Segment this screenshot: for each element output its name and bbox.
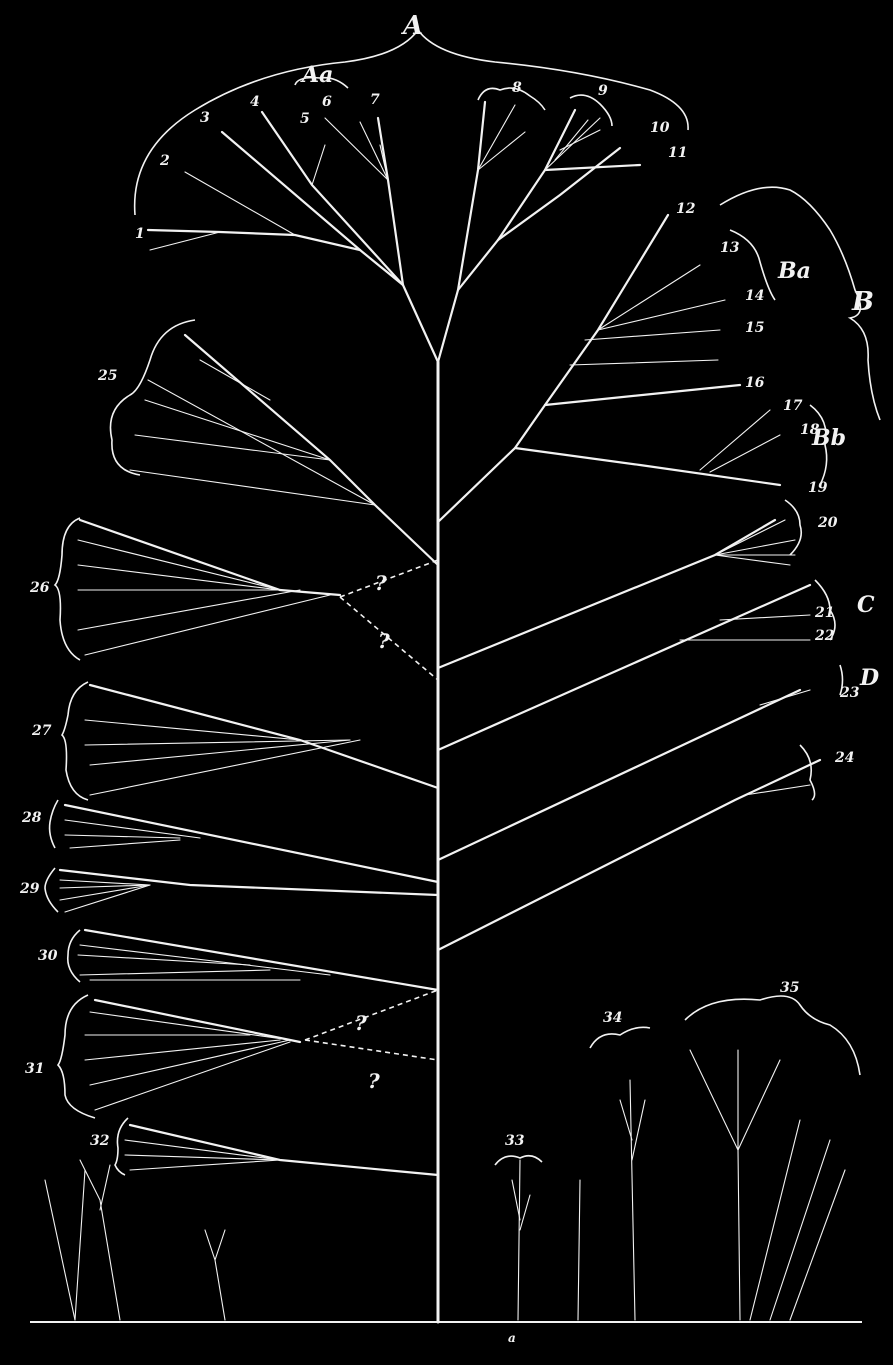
bracket-26 (55, 518, 80, 660)
bracket-28 (50, 800, 58, 848)
uncertain-mark-4: ? (368, 1069, 380, 1093)
label-17: 17 (783, 398, 803, 414)
label-21: 21 (814, 605, 834, 621)
bracket-25 (110, 320, 195, 475)
fan-29 (60, 870, 438, 912)
label-25: 25 (97, 368, 117, 384)
label-24: 24 (834, 750, 854, 766)
fan-25 (130, 335, 438, 565)
branch-group-D (438, 690, 820, 950)
label-18: 18 (800, 422, 820, 438)
label-group-Aa: Aa (300, 62, 333, 88)
label-19: 19 (808, 480, 828, 496)
uncertain-mark-2: ? (378, 629, 390, 653)
label-11: 11 (668, 145, 687, 161)
label-29: 29 (19, 881, 40, 897)
label-5: 5 (300, 111, 310, 127)
label-2: 2 (159, 153, 170, 169)
label-31: 31 (25, 1061, 44, 1077)
bracket-32 (115, 1118, 128, 1175)
label-9: 9 (598, 83, 608, 99)
label-15: 15 (745, 320, 764, 336)
tree-33 (512, 1160, 580, 1320)
label-6: 6 (322, 94, 332, 110)
uncertain-links (305, 560, 438, 1060)
label-group-B: B (851, 287, 874, 317)
label-27: 27 (31, 723, 52, 739)
label-10: 10 (650, 120, 670, 136)
fan-30 (78, 930, 438, 990)
label-7: 7 (370, 92, 380, 108)
label-1: 1 (135, 226, 145, 242)
label-32: 32 (90, 1133, 110, 1149)
label-28: 28 (21, 810, 42, 826)
label-3: 3 (200, 110, 210, 126)
uncertain-mark-1: ? (375, 571, 387, 595)
label-8: 8 (512, 80, 522, 96)
fan-27 (85, 685, 438, 795)
label-35: 35 (780, 980, 799, 996)
bracket-35 (685, 996, 860, 1075)
branch-group-B (438, 215, 780, 522)
label-group-A: A (400, 11, 423, 41)
label-12: 12 (676, 201, 696, 217)
label-26: 26 (29, 580, 50, 596)
bracket-30 (68, 930, 80, 982)
bracket-29 (45, 868, 58, 912)
bottom-left-trees (45, 1160, 225, 1320)
label-16: 16 (745, 375, 765, 391)
bracket-24 (800, 745, 815, 800)
bracket-A (135, 30, 688, 215)
label-33: 33 (505, 1133, 525, 1149)
fan-26 (78, 520, 340, 655)
fan-32 (125, 1125, 438, 1175)
bracket-34 (590, 1027, 650, 1048)
label-30: 30 (38, 948, 58, 964)
label-22: 22 (814, 628, 835, 644)
brackets (45, 30, 880, 1175)
uncertain-mark-3: ? (355, 1011, 367, 1035)
label-23: 23 (839, 685, 860, 701)
label-13: 13 (720, 240, 740, 256)
label-group-D: D (859, 665, 879, 691)
bracket-31 (58, 995, 95, 1118)
bracket-20 (785, 500, 801, 555)
bracket-9 (570, 95, 612, 126)
branch-group-A (148, 102, 640, 362)
bracket-33 (495, 1156, 542, 1165)
fan-28 (65, 805, 438, 882)
base-label: a (508, 1331, 516, 1345)
tree-35 (690, 1050, 845, 1320)
bracket-27 (62, 682, 88, 800)
fan-31 (85, 1000, 300, 1110)
label-4: 4 (250, 94, 260, 110)
label-20: 20 (817, 515, 838, 531)
tree-34 (620, 1080, 645, 1320)
label-34: 34 (603, 1010, 622, 1026)
branch-group-C (438, 520, 810, 750)
label-group-C: C (857, 592, 875, 618)
label-14: 14 (745, 288, 764, 304)
label-group-Ba: Ba (777, 258, 811, 284)
